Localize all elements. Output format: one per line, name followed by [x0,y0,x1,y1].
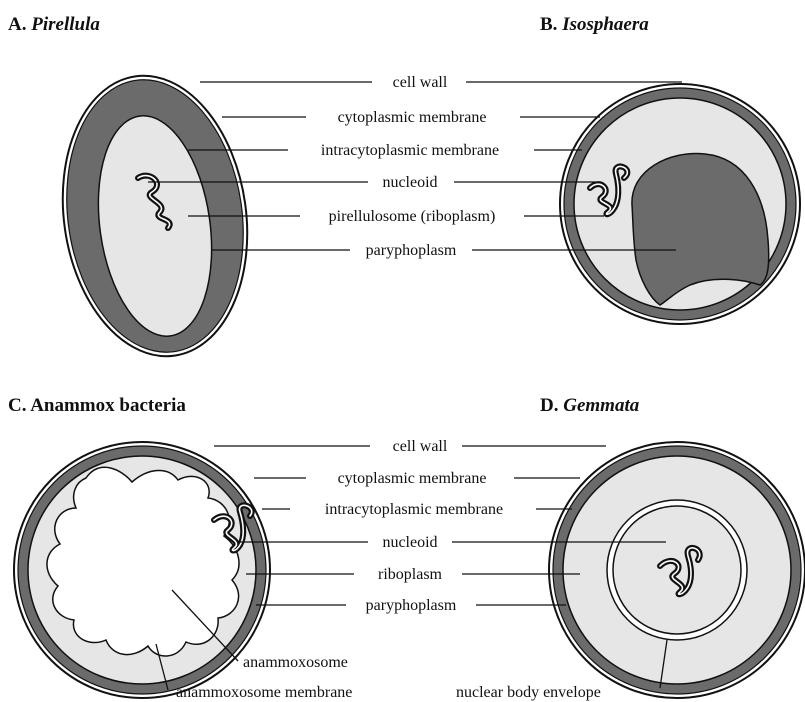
label-anammoxosome: anammoxosome [243,654,348,671]
label-nucleoid-top: nucleoid [382,174,437,191]
label-paryphoplasm-top: paryphoplasm [366,242,457,259]
panel-d-title: D. Gemmata [540,395,640,416]
panel-c-title: C. Anammox bacteria [8,395,186,416]
label-nucleoid-bottom: nucleoid [382,534,437,551]
panel-b-title: B. Isosphaera [540,14,649,35]
panel-a-title: A. Pirellula [8,14,100,35]
label-cytoplasmic-membrane-top: cytoplasmic membrane [338,109,487,126]
label-paryphoplasm-bottom: paryphoplasm [366,597,457,614]
label-cytoplasmic-membrane-bottom: cytoplasmic membrane [338,470,487,487]
label-cell-wall-bottom: cell wall [393,438,448,455]
label-cell-wall-top: cell wall [393,74,448,91]
gemmata-cell [549,442,805,698]
label-riboplasm: riboplasm [378,566,443,583]
anammox-cell [14,442,270,698]
label-intracytoplasmic-membrane-bottom: intracytoplasmic membrane [325,501,503,518]
label-pirellulosome: pirellulosome (riboplasm) [329,208,496,225]
label-nuclear-body-envelope: nuclear body envelope [456,684,601,701]
label-anammoxosome-membrane: anammoxosome membrane [176,684,352,701]
label-intracytoplasmic-membrane-top: intracytoplasmic membrane [321,142,499,159]
isosphaera-cell [560,84,800,324]
